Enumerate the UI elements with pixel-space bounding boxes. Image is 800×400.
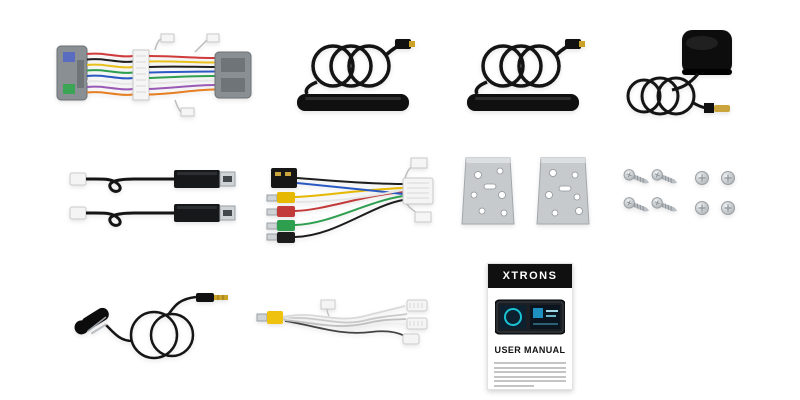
power-wiring-harness-illustration: [56, 33, 252, 117]
mounting-brackets: [458, 155, 593, 227]
radio-antenna-2-illustration: [467, 39, 585, 111]
microphone-illustration: [74, 293, 228, 360]
camera-cable-illustration: [256, 299, 428, 345]
gps-antenna-illustration: [626, 30, 732, 116]
brand-logo: XTRONS: [502, 270, 558, 282]
radio-antenna-2: [465, 28, 585, 116]
usb-extension-cables: [68, 165, 243, 235]
camera-av-input-cable: [255, 290, 440, 352]
external-microphone: [58, 285, 236, 370]
manual-header: XTRONS: [488, 264, 572, 288]
user-manual: XTRONS USER MANUAL: [487, 263, 573, 390]
mounting-screws: [618, 162, 738, 226]
power-wiring-harness: [55, 30, 255, 120]
gps-antenna: [618, 28, 738, 123]
manual-title: USER MANUAL: [494, 345, 566, 355]
radio-antenna-1-illustration: [297, 39, 415, 111]
manual-fineprint: [494, 362, 566, 389]
radio-antenna-1: [295, 28, 415, 116]
stereo-product-image: [495, 299, 565, 335]
usb-cables-illustration: [69, 170, 236, 227]
brackets-illustration: [461, 157, 590, 225]
screws-illustration: [621, 167, 736, 217]
rca-av-wiring-harness: [265, 150, 440, 245]
rca-harness-illustration: [266, 157, 434, 243]
